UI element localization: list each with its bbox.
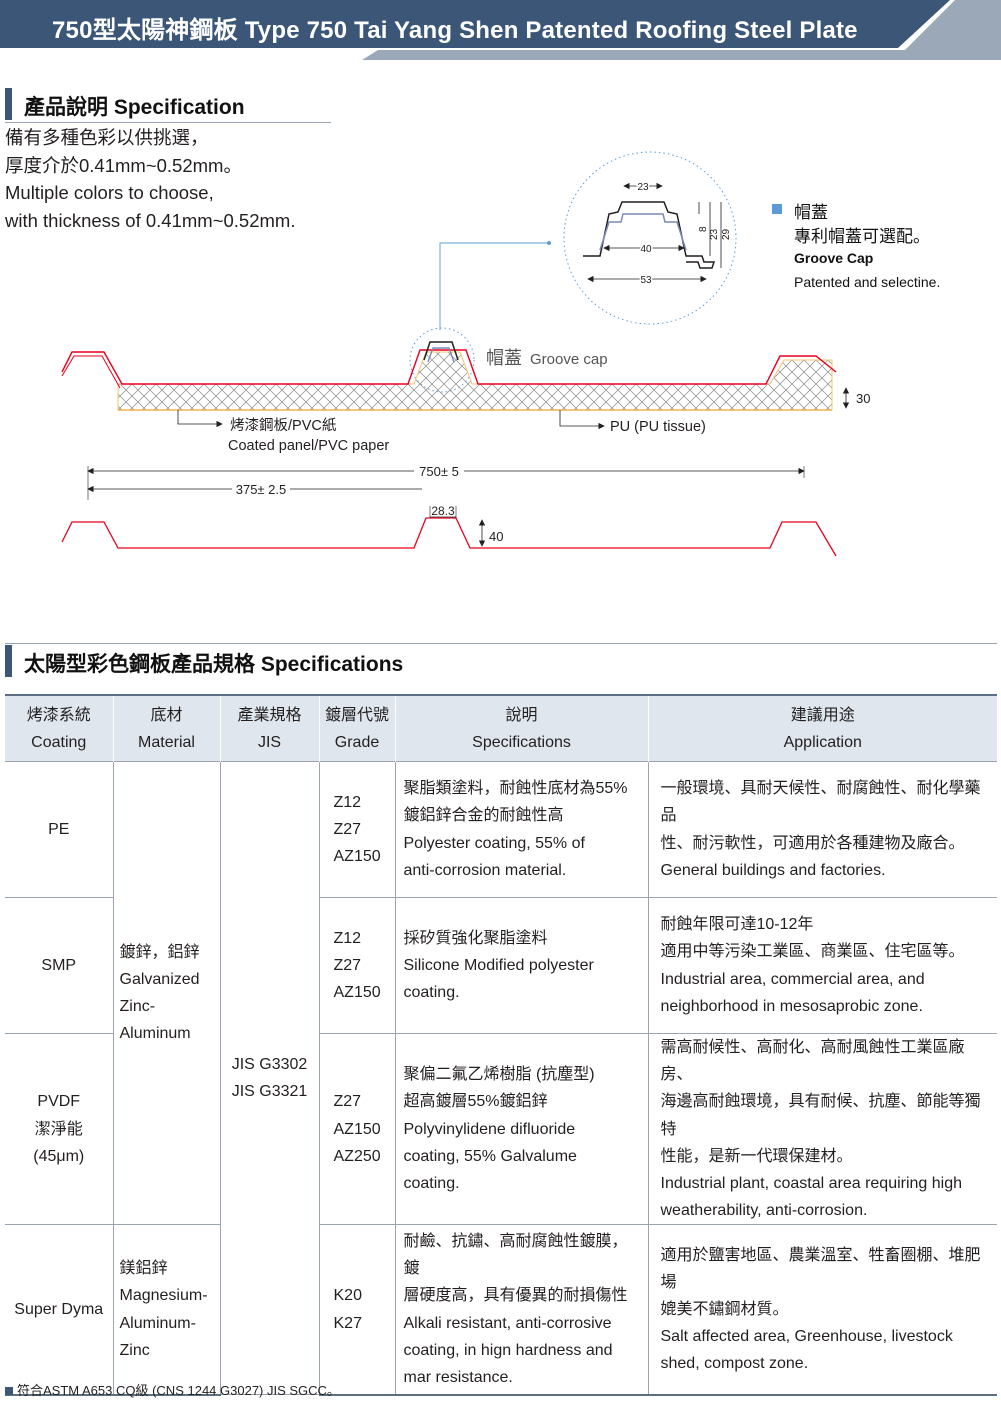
thickness-label: 30 [856, 391, 870, 406]
detail-circle [563, 151, 737, 325]
section-heading-text: 太陽型彩色鋼板產品規格 Specifications [24, 653, 404, 676]
intro-line: with thickness of 0.41mm~0.52mm. [5, 209, 296, 231]
section-heading-specifications: 太陽型彩色鋼板產品規格 Specifications [5, 643, 997, 679]
groove-cap-en-desc: Patented and selectine. [794, 274, 941, 290]
page-title: 750型太陽神鋼板 Type 750 Tai Yang Shen Patente… [52, 17, 858, 44]
panel-bottom-profile [61, 517, 837, 557]
groove-cap-label-en: Groove cap [530, 351, 608, 368]
cell-application: 適用於鹽害地區、農業溫室、牲畜圈棚、堆肥場媲美不鏽鋼材質。Salt affect… [648, 1224, 997, 1396]
cap-dim-h1: 8 [698, 226, 709, 232]
intro-line: 備有多種色彩以供挑選， [5, 127, 209, 148]
coated-panel-en: Coated panel/PVC paper [228, 438, 389, 454]
cap-dim-h2: 23 [709, 228, 720, 240]
cap-dim-top: 23 [637, 182, 649, 193]
coated-panel-cn: 烤漆鋼板/PVC紙 [230, 416, 337, 434]
groove-cap-en-title: Groove Cap [794, 250, 874, 266]
groove-cap-title: 帽蓋 [794, 203, 828, 222]
banner-background [0, 0, 1001, 60]
cell-coating: PE [5, 761, 114, 898]
width-total: 750± 5 [419, 464, 459, 479]
cell-application: 一般環境、具耐天候性、耐腐蝕性、耐化學藥品性、耐污軟性，可適用於各種建物及廠合。… [648, 761, 997, 898]
cell-coating: SMP [5, 897, 114, 1034]
pu-label: PU (PU tissue) [610, 419, 706, 435]
section-heading-specification: 產品說明 Specification [5, 88, 335, 123]
cap-dim-mid: 40 [640, 244, 652, 255]
groove-cap-subtitle: 專利帽蓋可選配。 [794, 227, 930, 246]
cell-application: 需高耐候性、高耐化、高耐風蝕性工業區廠房、海邊高耐蝕環境，具有耐候、抗塵、節能等… [648, 1033, 997, 1226]
panel-cross-section-diagram: 23 40 53 8 23 29 帽蓋 Groove cap 30 烤漆鋼板/P… [61, 151, 870, 557]
section-heading-text: 產品說明 Specification [24, 96, 245, 119]
bullet-square-icon [5, 1387, 13, 1395]
bullet-square-icon [772, 204, 782, 214]
rib-top-width: 28.3 [431, 504, 455, 518]
width-half: 375± 2.5 [236, 482, 287, 497]
cell-coating: Super Dyma [5, 1224, 114, 1396]
panel-top-profile [61, 349, 837, 385]
cap-profile-detail [583, 201, 716, 269]
footnote-text: 符合ASTM A653 CQ級 (CNS 1244 G3027) JIS SGC… [17, 1383, 340, 1398]
cap-dim-bottom: 53 [640, 275, 652, 286]
intro-line: 厚度介於0.41mm~0.52mm。 [5, 154, 242, 176]
groove-cap-label-cn: 帽蓋 [486, 348, 522, 368]
cap-dim-h3: 29 [721, 228, 732, 240]
intro-text: 備有多種色彩以供挑選， 厚度介於0.41mm~0.52mm。 Multiple … [5, 124, 295, 234]
footnote: 符合ASTM A653 CQ級 (CNS 1244 G3027) JIS SGC… [5, 1380, 340, 1399]
cell-application: 耐蝕年限可達10-12年適用中等污染工業區、商業區、住宅區等。Industria… [648, 897, 997, 1034]
intro-line: Multiple colors to choose, [5, 182, 214, 203]
rib-height: 40 [489, 529, 503, 544]
pu-insulation [117, 351, 833, 411]
